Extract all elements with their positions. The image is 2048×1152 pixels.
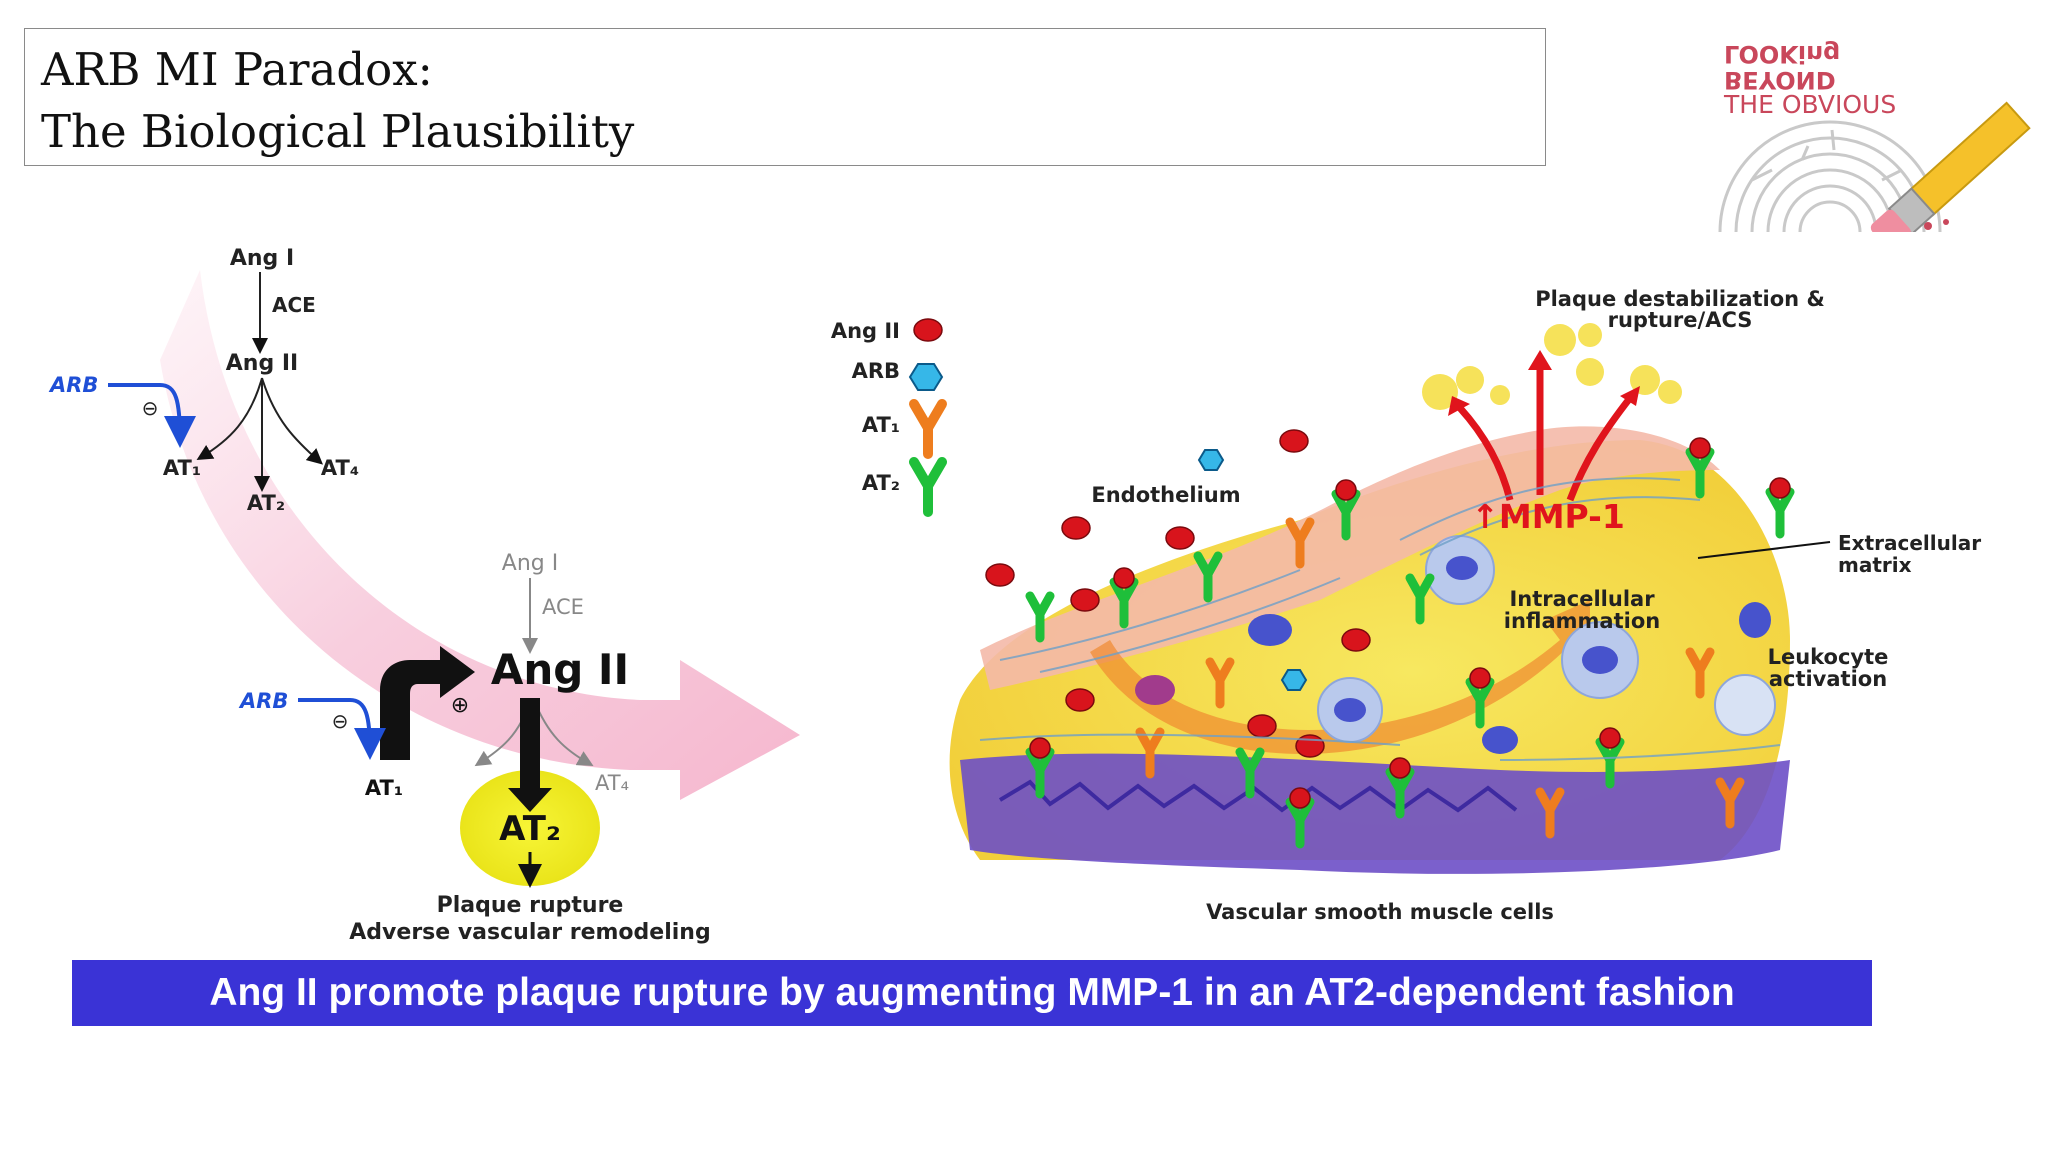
large-stimulate-sign: ⊕ <box>451 693 469 718</box>
large-at4-label: AT₄ <box>595 771 629 795</box>
legend-at2-label: AT₂ <box>862 471 900 495</box>
label-plaque-destabilization: Plaque destabilization & <box>1535 287 1825 311</box>
large-pathway: Ang I ACE Ang II ⊕ ARB ⊖ AT₁ AT₄ AT₂ Pla… <box>238 551 711 945</box>
receptors <box>1025 447 1795 849</box>
legend-arb-label: ARB <box>852 359 900 383</box>
label-intracellular: Intracellular <box>1509 587 1655 611</box>
label-mmp1: ↑MMP-1 <box>1471 497 1625 536</box>
slide-title-line2: The Biological Plausibility <box>41 105 635 158</box>
small-ace-label: ACE <box>272 293 316 317</box>
label-activation: activation <box>1769 667 1887 691</box>
large-ang1-label: Ang I <box>502 551 558 576</box>
large-inhibit-sign: ⊖ <box>332 709 349 733</box>
legend: Ang II ARB AT₁ AT₂ <box>831 318 947 517</box>
outcome-plaque-rupture: Plaque rupture <box>437 893 624 918</box>
label-matrix: matrix <box>1838 553 1912 577</box>
small-inhibit-sign: ⊖ <box>142 396 159 420</box>
label-vascular-smooth-muscle: Vascular smooth muscle cells <box>1206 900 1554 924</box>
conclusion-banner: Ang II promote plaque rupture by augment… <box>72 960 1872 1026</box>
label-rupture-acs: rupture/ACS <box>1608 308 1753 332</box>
small-ang2-label: Ang II <box>226 351 298 376</box>
plaque-illustration: Plaque destabilization & rupture/ACS End… <box>949 287 1981 924</box>
label-extracellular: Extracellular <box>1838 531 1981 555</box>
small-arb-label: ARB <box>48 373 98 397</box>
small-ang1-label: Ang I <box>230 246 294 271</box>
small-at2-label: AT₂ <box>247 491 285 515</box>
legend-ang2-dot-icon <box>913 318 943 342</box>
legend-arb-hexagon-icon <box>908 363 944 391</box>
large-ace-label: ACE <box>542 595 584 619</box>
legend-at1-receptor-icon <box>909 399 947 459</box>
logo-text-obvious: THE OBVIOUS <box>1724 90 1897 119</box>
large-at1-label: AT₁ <box>365 776 403 800</box>
large-at2-label: AT₂ <box>499 809 561 849</box>
title-box: ARB MI Paradox: The Biological Plausibil… <box>24 28 1546 166</box>
large-arb-label: ARB <box>238 689 288 713</box>
small-pathway: Ang I ACE Ang II AT₁ AT₂ AT₄ ARB ⊖ <box>48 246 359 515</box>
small-at4-label: AT₄ <box>321 456 359 480</box>
label-leukocyte: Leukocyte <box>1768 645 1889 669</box>
maze-logo-icon <box>1718 101 2031 232</box>
label-inflammation: inflammation <box>1504 609 1660 633</box>
legend-ang2-label: Ang II <box>831 319 900 343</box>
outcome-vascular-remodeling: Adverse vascular remodeling <box>349 920 710 945</box>
small-at1-label: AT₁ <box>163 456 201 480</box>
extracellular-matrix-fibers <box>979 477 1781 761</box>
legend-at2-receptor-icon <box>909 457 947 517</box>
pink-flow-arrow <box>160 270 800 800</box>
label-endothelium: Endothelium <box>1091 483 1240 507</box>
at2-highlight <box>460 770 600 886</box>
slide-title-line1: ARB MI Paradox: <box>41 43 433 96</box>
legend-at1-label: AT₁ <box>862 413 900 437</box>
logo: LOOKing BEYOND THE OBVIOUS <box>1712 30 2048 232</box>
arb-molecules <box>1197 449 1308 691</box>
large-ang2-label: Ang II <box>491 645 629 694</box>
